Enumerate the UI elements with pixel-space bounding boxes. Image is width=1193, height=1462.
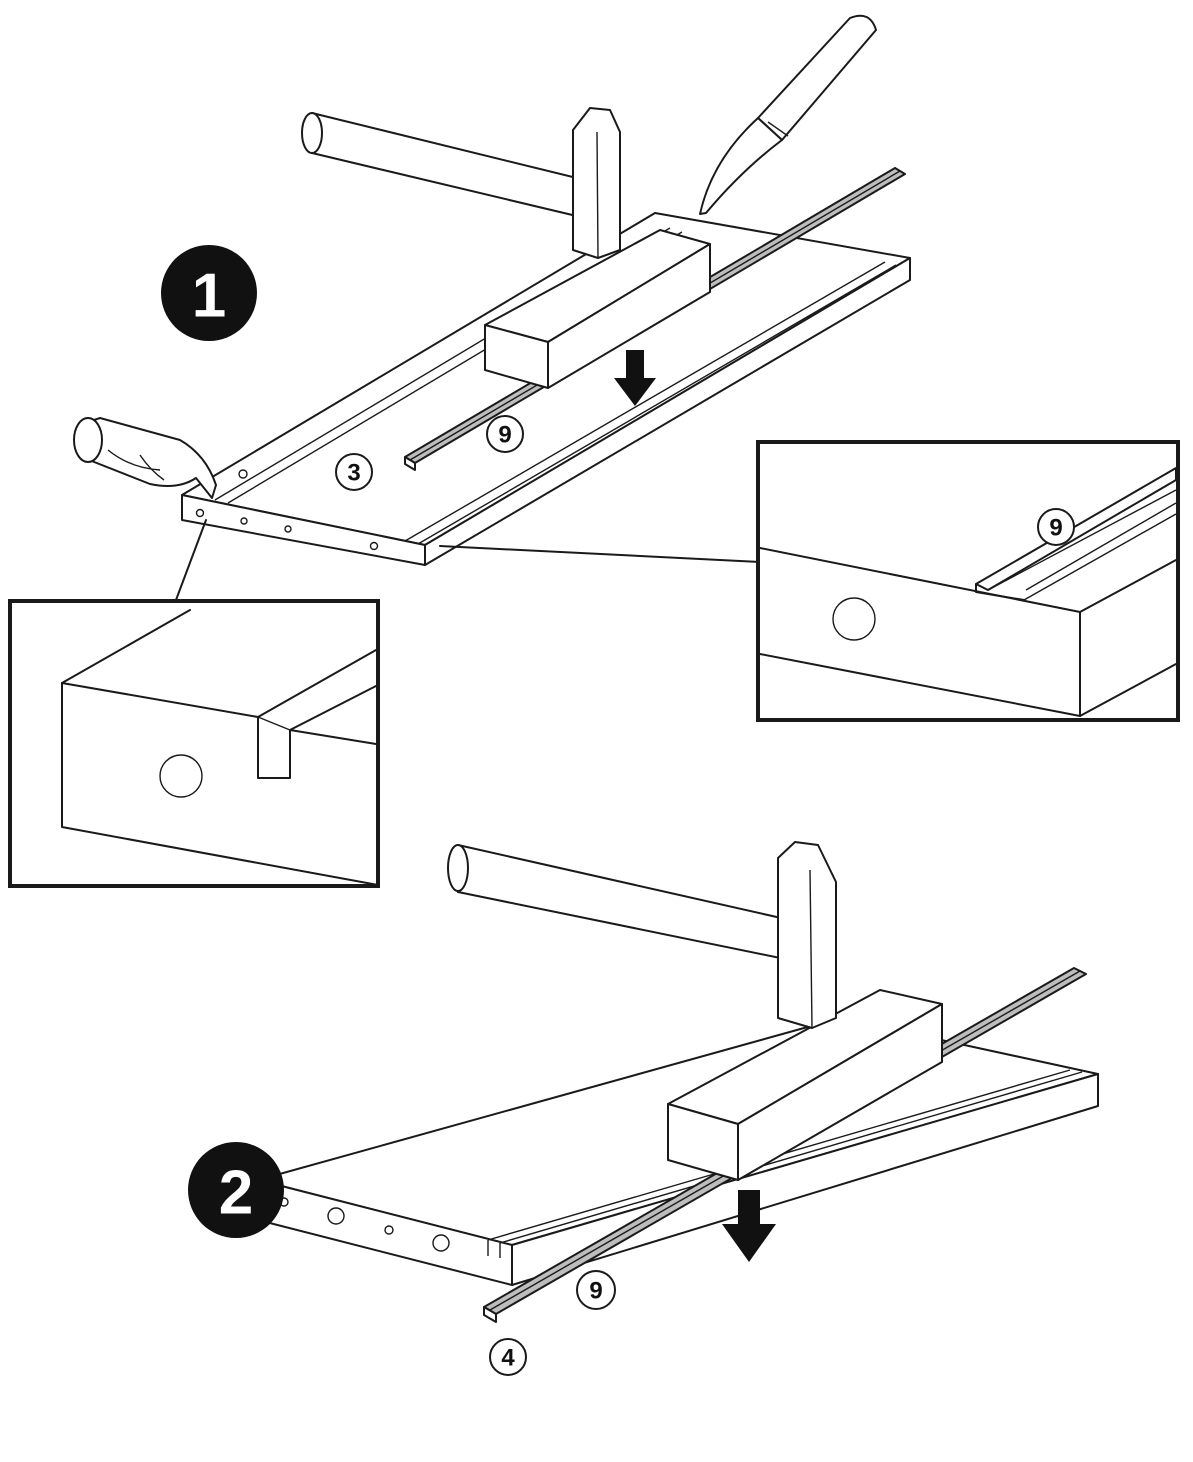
step-2-rail-callout: 9 — [576, 1270, 616, 1310]
step-1-hammer-icon — [301, 107, 621, 259]
right-detail-rail-callout: 9 — [1037, 508, 1075, 546]
step-2-hammer-icon — [447, 841, 837, 1029]
step-2-board-callout: 4 — [489, 1338, 527, 1376]
step-1-knife-icon — [699, 14, 877, 215]
step-1-arrow-down-icon — [614, 350, 656, 406]
right-detail-view: 9 — [756, 440, 1180, 722]
callout-part-9: 9 — [498, 422, 511, 449]
callout-part-3: 3 — [347, 460, 360, 487]
callout-part-9-step-2: 9 — [589, 1278, 602, 1305]
step-1-badge: 1 — [161, 245, 257, 341]
step-2-number: 2 — [219, 1159, 253, 1228]
step-2-badge: 2 — [188, 1142, 284, 1238]
left-detail-leader — [175, 519, 207, 601]
left-detail-view — [8, 599, 380, 888]
callout-part-4: 4 — [501, 1345, 515, 1372]
step-1-number: 1 — [192, 262, 226, 331]
step-2-arrow-down-icon — [722, 1190, 776, 1262]
step-2-illustration: 2 9 4 — [188, 841, 1099, 1376]
callout-detail-part-9: 9 — [1049, 515, 1062, 542]
step-1-board-callout: 3 — [335, 453, 373, 491]
right-detail-leader — [439, 545, 761, 563]
step-1-illustration: 1 3 9 — [73, 14, 911, 601]
step-1-wood-block — [484, 229, 711, 389]
step-1-rail-callout: 9 — [486, 415, 524, 453]
step-1-glue-bottle-icon — [73, 417, 217, 499]
